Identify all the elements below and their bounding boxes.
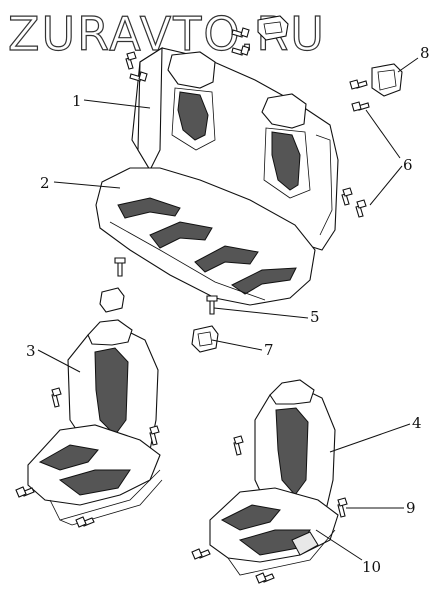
- callout-labels: 1 2 3 4 5 6 7 8 9 10: [26, 44, 430, 576]
- callout-6: 6: [403, 156, 413, 174]
- callout-8: 8: [420, 44, 430, 62]
- brackets: [99, 15, 403, 353]
- callout-4: 4: [412, 414, 422, 432]
- callout-10: 10: [362, 558, 381, 576]
- callout-3: 3: [26, 342, 36, 360]
- callout-5: 5: [310, 308, 320, 326]
- rear-seat-cushion: [95, 167, 316, 306]
- bolts: [15, 27, 370, 584]
- callout-2: 2: [40, 174, 50, 192]
- leader-lines: [37, 57, 419, 561]
- rear-seat-back: [131, 46, 339, 251]
- callout-7: 7: [264, 341, 274, 359]
- callout-1: 1: [72, 92, 82, 110]
- front-seat-right: [209, 379, 339, 576]
- front-seat-left: [27, 319, 163, 526]
- callout-9: 9: [406, 499, 416, 517]
